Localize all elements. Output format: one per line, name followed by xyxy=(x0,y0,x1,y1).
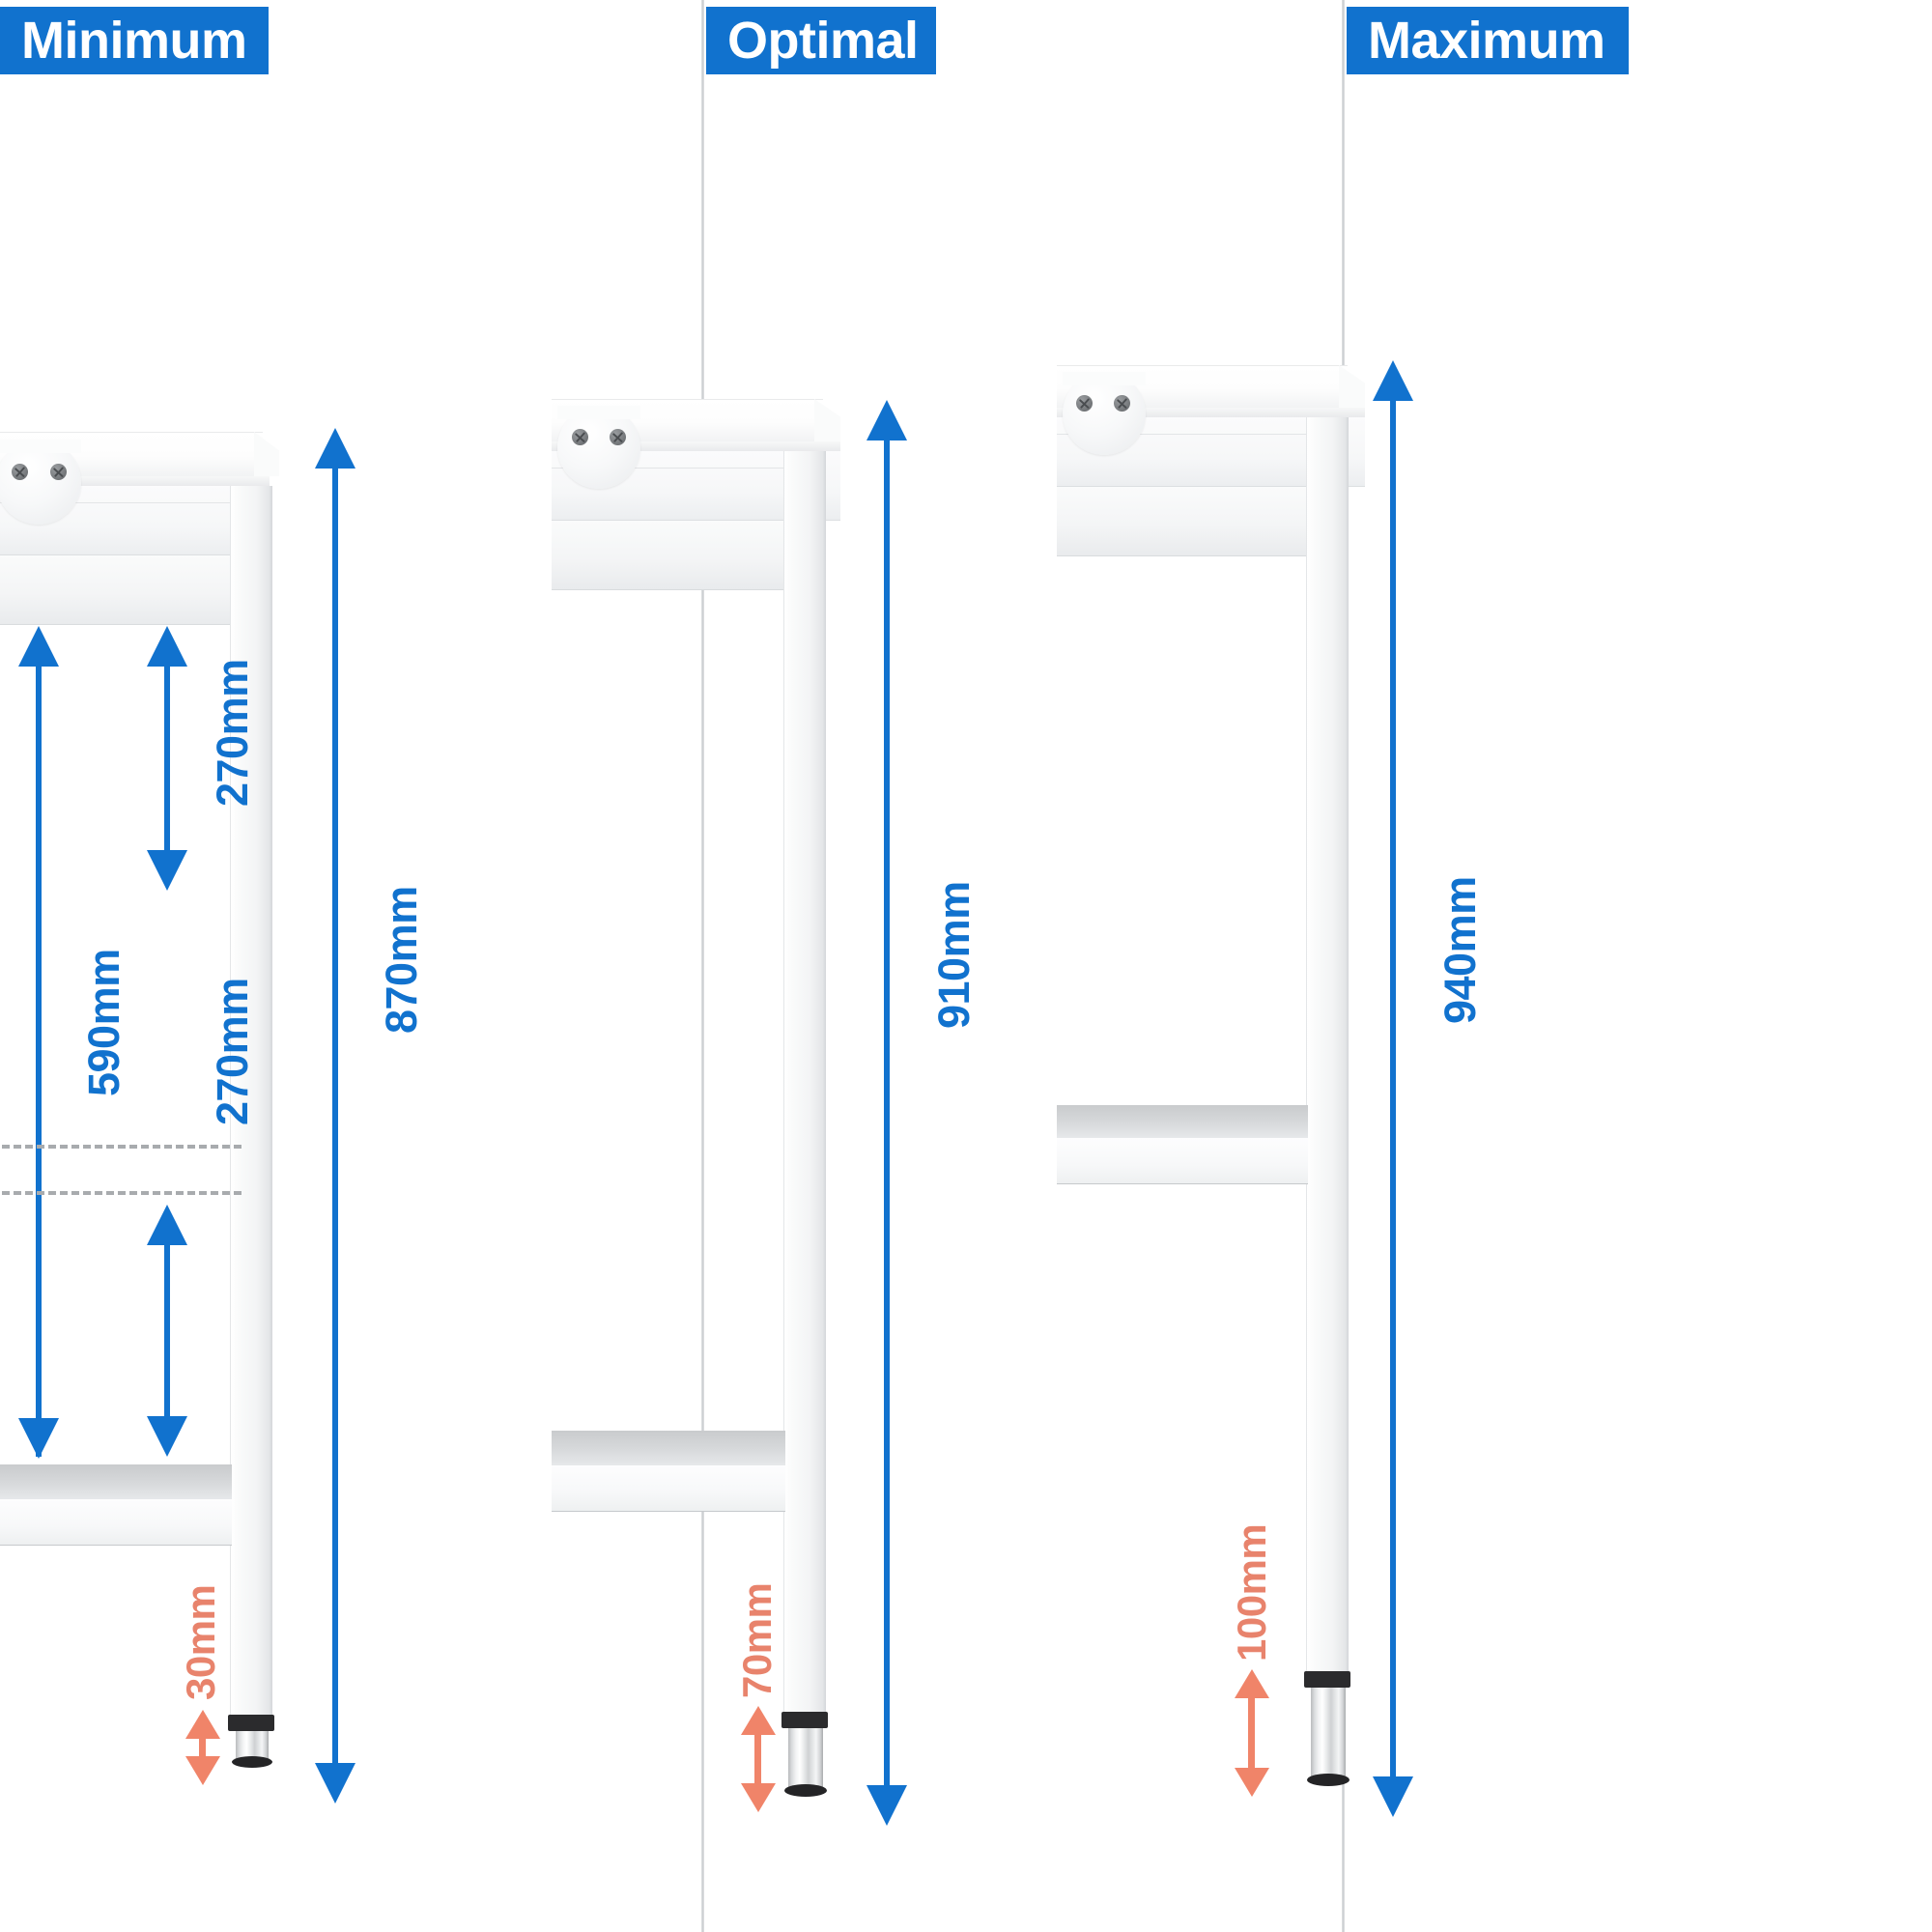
adj-70-label: 70mm xyxy=(734,1582,780,1698)
leg-optimal xyxy=(783,451,826,1712)
mount-screw-right-maximum xyxy=(1114,395,1130,412)
brace-surface-minimum xyxy=(0,1464,232,1499)
dim-270-lower-label: 270mm xyxy=(208,978,257,1125)
banner-label-maximum: Maximum xyxy=(1368,12,1605,70)
dim-940-line xyxy=(1390,393,1396,1776)
foot-tube-optimal xyxy=(788,1728,823,1790)
rail-maximum xyxy=(1057,487,1312,556)
apron-seam-minimum xyxy=(0,502,249,503)
banner-minimum: Minimum xyxy=(0,7,269,74)
adj-30-line xyxy=(199,1733,206,1760)
foot-tube-maximum xyxy=(1311,1688,1346,1780)
dim-270-lower-line xyxy=(164,1236,170,1429)
dim-270-upper-line xyxy=(164,657,170,850)
reference-line-upper xyxy=(0,1145,242,1149)
tabletop-chamfer-maximum xyxy=(1339,365,1365,408)
dim-940-arrow-bottom xyxy=(1373,1776,1413,1817)
dim-910-label: 910mm xyxy=(929,881,979,1029)
banner-maximum: Maximum xyxy=(1347,7,1629,74)
dim-590-arrow-bottom xyxy=(18,1418,59,1459)
adj-30-label: 30mm xyxy=(178,1584,223,1700)
adj-70-line xyxy=(754,1729,761,1787)
mount-plate-minimum xyxy=(0,440,81,525)
foot-pad-optimal xyxy=(784,1784,827,1797)
brace-surface-optimal xyxy=(552,1431,785,1465)
rail-minimum xyxy=(0,555,237,625)
leg-maximum xyxy=(1306,417,1349,1686)
dim-270-lower-arrow-bottom xyxy=(147,1416,187,1457)
adj-100-label: 100mm xyxy=(1229,1523,1274,1662)
mount-screw-left-optimal xyxy=(572,429,588,445)
tabletop-chamfer-optimal xyxy=(814,399,840,441)
adj-30-arrow-bottom xyxy=(185,1756,220,1785)
mount-plate-flat-optimal xyxy=(557,406,640,419)
foot-collar-minimum xyxy=(228,1715,274,1731)
dim-870-label: 870mm xyxy=(377,886,426,1034)
dim-910-line xyxy=(884,433,890,1785)
foot-collar-maximum xyxy=(1304,1671,1350,1688)
dim-870-arrow-bottom xyxy=(315,1763,355,1804)
mount-screw-left-minimum xyxy=(12,464,28,480)
mount-plate-maximum xyxy=(1063,372,1146,455)
mount-plate-flat-maximum xyxy=(1063,372,1146,385)
banner-optimal: Optimal xyxy=(706,7,936,74)
adj-100-line xyxy=(1248,1692,1255,1772)
tabletop-edge-minimum xyxy=(0,476,270,486)
brace-face-maximum xyxy=(1057,1138,1308,1184)
brace-face-optimal xyxy=(552,1465,785,1512)
dim-590-line-lower xyxy=(36,1198,42,1457)
banner-label-minimum: Minimum xyxy=(21,12,247,70)
apron-seam-maximum xyxy=(1057,434,1346,435)
dim-270-upper-label: 270mm xyxy=(208,659,257,807)
apron-seam-optimal xyxy=(552,468,821,469)
panel-divider-1 xyxy=(701,0,704,1932)
mount-plate-optimal xyxy=(557,406,640,489)
mount-screw-right-optimal xyxy=(610,429,626,445)
tabletop-chamfer-minimum xyxy=(254,432,279,476)
adj-100-arrow-bottom xyxy=(1235,1768,1269,1797)
foot-pad-maximum xyxy=(1307,1774,1350,1786)
rail-optimal xyxy=(552,521,789,590)
dim-870-line xyxy=(332,461,338,1763)
foot-collar-optimal xyxy=(781,1712,828,1728)
mount-plate-flat-minimum xyxy=(0,440,81,453)
tabletop-edge-maximum xyxy=(1057,408,1365,417)
mount-screw-right-minimum xyxy=(50,464,67,480)
dim-910-arrow-bottom xyxy=(867,1785,907,1826)
dim-940-label: 940mm xyxy=(1435,876,1485,1024)
brace-face-minimum xyxy=(0,1499,232,1546)
reference-line-lower xyxy=(0,1191,242,1195)
mount-screw-left-maximum xyxy=(1076,395,1093,412)
dim-270-upper-arrow-bottom xyxy=(147,850,187,891)
adj-70-arrow-bottom xyxy=(741,1783,776,1812)
banner-label-optimal: Optimal xyxy=(727,12,919,70)
foot-pad-minimum xyxy=(232,1756,272,1768)
tabletop-edge-optimal xyxy=(552,441,840,451)
dim-590-line xyxy=(36,657,42,1198)
leg-minimum xyxy=(230,486,272,1715)
dim-590-label: 590mm xyxy=(79,949,128,1096)
brace-surface-maximum xyxy=(1057,1105,1308,1138)
